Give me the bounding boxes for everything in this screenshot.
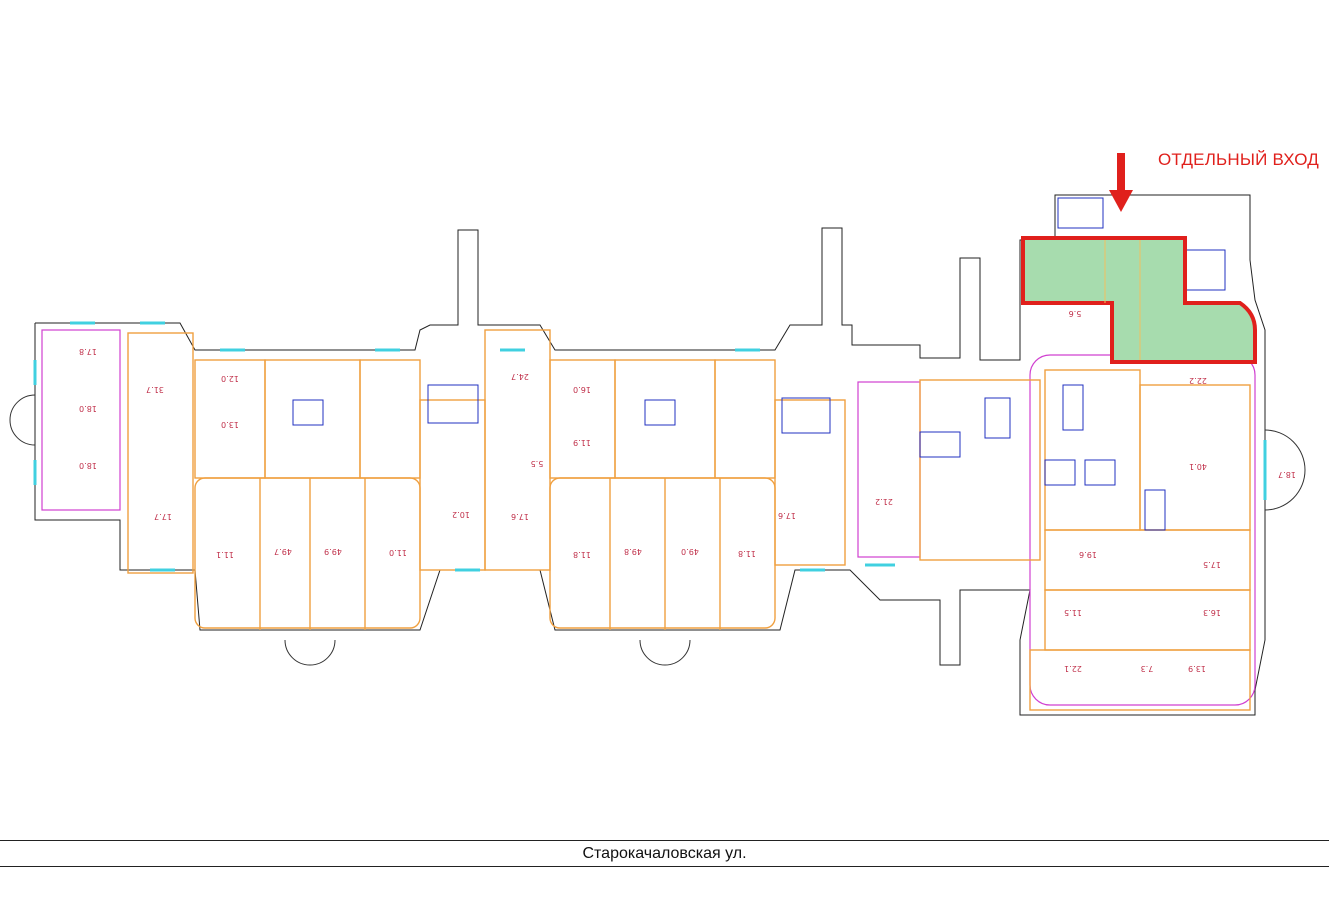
room-area-label: 22.2 — [1189, 376, 1207, 385]
room-area-label: 16.0 — [573, 385, 591, 394]
room-labels: 17.8 18.0 18.0 31.7 12.0 13.0 17.7 11.1 49.7 49.9… — [79, 309, 1296, 673]
room-area-label: 10.2 — [452, 510, 470, 519]
separate-entrance-label: ОТДЕЛЬНЫЙ ВХОД — [1158, 150, 1320, 169]
room-area-label: 17.8 — [79, 347, 97, 356]
room-area-label: 17.5 — [1203, 560, 1221, 569]
interior-walls — [127, 329, 1251, 711]
room-area-label: 49.8 — [624, 547, 642, 556]
entrance-arrow-icon — [1109, 153, 1133, 212]
room-area-label: 5.6 — [1069, 309, 1082, 318]
street-line-bottom — [0, 866, 1329, 867]
windows — [33, 321, 1267, 572]
room-area-label: 49.7 — [274, 547, 292, 556]
building-outline — [34, 194, 1266, 716]
room-area-label: 11.1 — [216, 550, 234, 559]
room-area-label: 18.7 — [1278, 470, 1296, 479]
room-area-label: 17.6 — [778, 511, 796, 520]
room-area-label: 13.9 — [1188, 664, 1206, 673]
room-area-label: 49.0 — [681, 547, 699, 556]
room-area-label: 7.3 — [1141, 664, 1154, 673]
room-area-label: 11.5 — [1064, 608, 1082, 617]
room-area-label: 19.6 — [1079, 550, 1097, 559]
room-area-label: 31.7 — [146, 385, 164, 394]
room-area-label: 18.0 — [79, 404, 97, 413]
room-area-label: 5.5 — [531, 459, 544, 468]
room-area-label: 11.0 — [389, 548, 407, 557]
room-area-label: 11.8 — [573, 550, 591, 559]
bay-windows — [9, 394, 1306, 666]
room-area-label: 12.0 — [221, 374, 239, 383]
room-area-label: 18.0 — [79, 461, 97, 470]
room-area-label: 22.1 — [1064, 664, 1082, 673]
room-area-label: 49.9 — [324, 547, 342, 556]
street-name: Старокачаловская ул. — [582, 845, 747, 862]
room-area-label: 13.0 — [221, 420, 239, 429]
room-area-label: 11.9 — [573, 438, 591, 447]
room-area-label: 40.1 — [1189, 462, 1207, 471]
room-area-label: 16.3 — [1203, 608, 1221, 617]
room-area-label: 17.6 — [511, 512, 529, 521]
outer-walls — [41, 329, 1256, 706]
room-area-label: 21.2 — [875, 497, 893, 506]
room-area-label: 11.8 — [738, 549, 756, 558]
room-area-label: 17.7 — [154, 512, 172, 521]
room-area-label: 24.7 — [511, 372, 529, 381]
stairs — [292, 197, 1226, 531]
street-line-top — [0, 840, 1329, 841]
entrance-highlight — [1021, 236, 1257, 364]
